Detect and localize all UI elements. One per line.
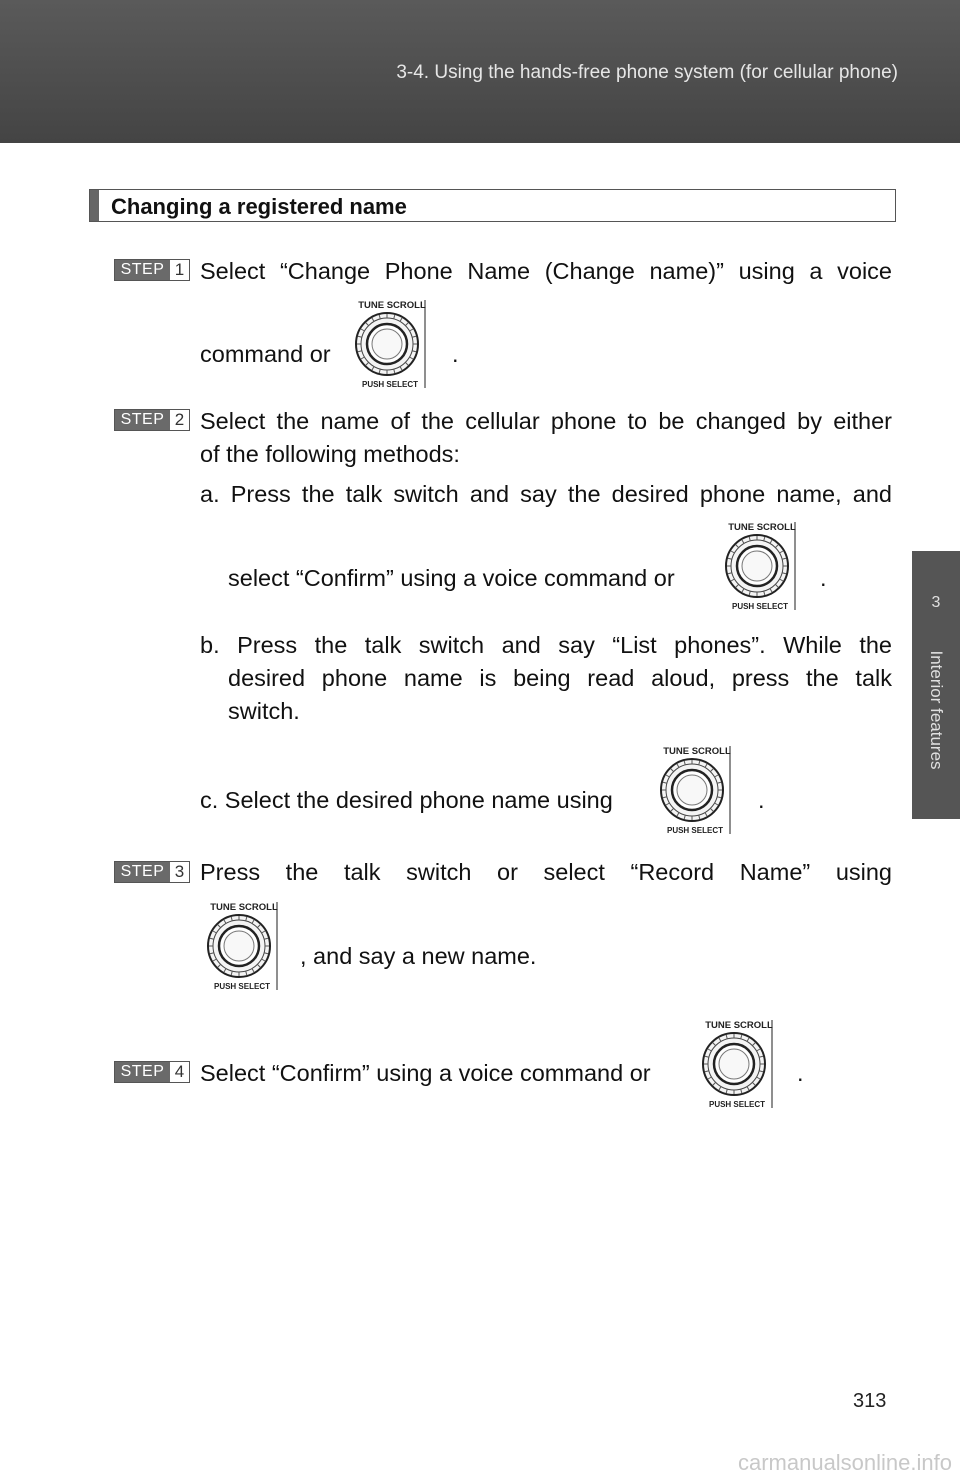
step-2-text-2: of the following methods: — [200, 441, 460, 467]
watermark: carmanualsonline.info — [737, 1450, 952, 1475]
step-number: 2 — [170, 410, 189, 430]
page-header: 3-4. Using the hands-free phone system (… — [0, 0, 960, 143]
svg-text:PUSH SELECT: PUSH SELECT — [362, 380, 418, 389]
svg-text:TUNE SCROLL: TUNE SCROLL — [663, 746, 731, 757]
step-4-text: Select “Confirm” using a voice command o… — [200, 1060, 651, 1086]
svg-text:TUNE SCROLL: TUNE SCROLL — [358, 300, 426, 311]
step-number: 1 — [170, 260, 189, 280]
svg-text:TUNE SCROLL: TUNE SCROLL — [705, 1020, 773, 1031]
svg-text:PUSH SELECT: PUSH SELECT — [732, 602, 788, 611]
step-2-sub-a: a. Press the talk switch and say the des… — [200, 481, 892, 507]
step-1-period: . — [452, 341, 459, 367]
step-label: STEP — [115, 1062, 170, 1082]
chapter-number: 3 — [931, 594, 941, 611]
step-4-period: . — [797, 1060, 804, 1086]
chapter-label: Interior features — [927, 650, 946, 770]
step-2-sub-b: b. Press the talk switch and say “List p… — [200, 632, 892, 658]
step-4-badge: STEP 4 — [114, 1061, 190, 1083]
tune-scroll-knob-icon: TUNE SCROLL PUSH SELECT — [197, 898, 287, 994]
chapter-side-tab — [912, 551, 960, 819]
step-2-badge: STEP 2 — [114, 409, 190, 431]
step-number: 3 — [170, 862, 189, 882]
step-1-text-2: command or — [200, 341, 331, 367]
svg-text:PUSH SELECT: PUSH SELECT — [709, 1100, 765, 1109]
step-2-text: Select the name of the cellular phone to… — [200, 408, 892, 434]
tune-scroll-knob-icon: TUNE SCROLL PUSH SELECT — [715, 518, 805, 614]
step-3-badge: STEP 3 — [114, 861, 190, 883]
tune-scroll-knob-icon: TUNE SCROLL PUSH SELECT — [650, 742, 740, 838]
step-label: STEP — [115, 862, 170, 882]
step-2-sub-c-period: . — [758, 787, 765, 813]
header-title: 3-4. Using the hands-free phone system (… — [396, 62, 898, 83]
tune-scroll-knob-icon: TUNE SCROLL PUSH SELECT — [345, 296, 435, 392]
page-number: 313 — [853, 1390, 887, 1412]
step-3-text: Press the talk switch or select “Record … — [200, 859, 892, 885]
step-1-text: Select “Change Phone Name (Change name)”… — [200, 258, 892, 284]
step-2-sub-b-2: desired phone name is being read aloud, … — [228, 665, 892, 691]
step-2-sub-c: c. Select the desired phone name using — [200, 787, 613, 813]
step-2-sub-b-3: switch. — [228, 698, 300, 724]
section-heading: Changing a registered name — [89, 189, 896, 222]
step-2-sub-a-period: . — [820, 565, 827, 591]
svg-text:TUNE SCROLL: TUNE SCROLL — [728, 522, 796, 533]
step-label: STEP — [115, 260, 170, 280]
step-label: STEP — [115, 410, 170, 430]
section-heading-text: Changing a registered name — [111, 194, 407, 219]
tune-scroll-knob-icon: TUNE SCROLL PUSH SELECT — [692, 1016, 782, 1112]
svg-text:PUSH SELECT: PUSH SELECT — [214, 982, 270, 991]
svg-text:PUSH SELECT: PUSH SELECT — [667, 826, 723, 835]
heading-accent-bar — [90, 190, 99, 221]
step-3-text-2: , and say a new name. — [300, 943, 537, 969]
step-number: 4 — [170, 1062, 189, 1082]
svg-text:TUNE SCROLL: TUNE SCROLL — [210, 902, 278, 913]
step-2-sub-a-2: select “Confirm” using a voice command o… — [228, 565, 675, 591]
step-1-badge: STEP 1 — [114, 259, 190, 281]
